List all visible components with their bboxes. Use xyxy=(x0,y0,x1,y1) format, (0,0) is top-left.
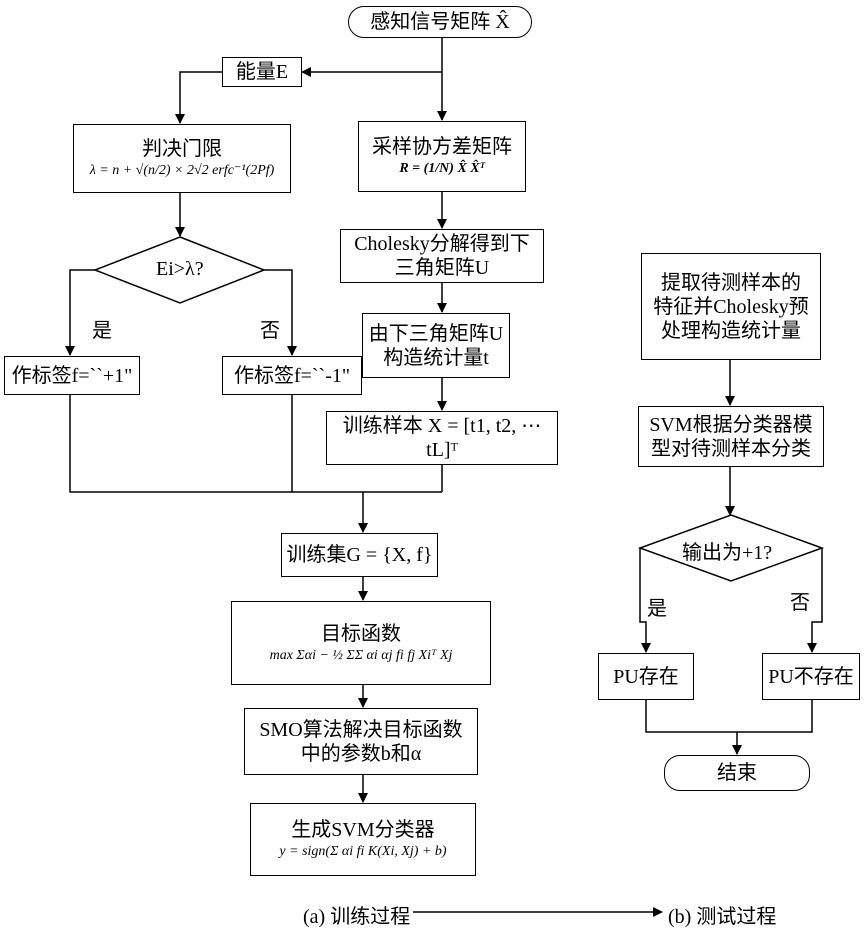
covariance-title: 采样协方差矩阵 xyxy=(372,135,512,159)
pu-exist-text: PU存在 xyxy=(613,665,679,689)
classify-line-2: 型对待测样本分类 xyxy=(651,437,811,461)
energy-label: 能量E xyxy=(236,60,288,84)
pu-absent-text: PU不存在 xyxy=(768,665,854,689)
objective-title: 目标函数 xyxy=(321,622,401,646)
svm-classifier-box: 生成SVM分类器 y = sign(Σ αi fi K(Xi, Xj) + b) xyxy=(250,803,476,876)
start-terminal: 感知信号矩阵 X̂ xyxy=(348,6,532,38)
end-terminal: 结束 xyxy=(664,755,810,791)
no-label-left: 否 xyxy=(260,314,280,343)
covariance-box: 采样协方差矩阵 R = (1/N) X̂ X̂ᵀ xyxy=(358,121,526,192)
smo-box: SMO算法解决目标函数 中的参数b和α xyxy=(244,708,478,775)
statistic-line-2: 构造统计量t xyxy=(383,346,489,370)
cholesky-box: Cholesky分解得到下 三角矩阵U xyxy=(340,229,544,283)
extract-line-2: 特征并Cholesky预 xyxy=(653,295,809,319)
covariance-formula: R = (1/N) X̂ X̂ᵀ xyxy=(399,161,484,178)
svm-classifier-title: 生成SVM分类器 xyxy=(291,818,434,842)
training-set-box: 训练集G = {X, f} xyxy=(281,533,438,577)
training-sample-text: 训练样本 X = [t1, t2, ⋯tL]ᵀ xyxy=(327,414,557,462)
threshold-title: 判决门限 xyxy=(142,137,222,161)
yes-label-right: 是 xyxy=(647,592,667,621)
cholesky-line-1: Cholesky分解得到下 xyxy=(354,232,530,256)
training-sample-box: 训练样本 X = [t1, t2, ⋯tL]ᵀ xyxy=(326,411,558,465)
objective-formula: max Σαi − ½ ΣΣ αi αj fi fj Xiᵀ Xj xyxy=(270,648,453,665)
energy-box: 能量E xyxy=(222,57,302,87)
caption-testing: (b) 测试过程 xyxy=(668,900,776,929)
extract-line-3: 处理构造统计量 xyxy=(661,319,801,343)
svm-classify-box: SVM根据分类器模 型对待测样本分类 xyxy=(638,406,824,467)
label-negative-box: 作标签f=``-1" xyxy=(222,356,362,395)
classify-line-1: SVM根据分类器模 xyxy=(649,413,812,437)
extract-features-box: 提取待测样本的 特征并Cholesky预 处理构造统计量 xyxy=(641,253,821,360)
yes-label-left: 是 xyxy=(92,314,112,343)
label-positive-box: 作标签f=``+1" xyxy=(4,356,140,395)
smo-line-1: SMO算法解决目标函数 xyxy=(259,718,462,742)
decision-energy-text: Ei>λ? xyxy=(156,258,204,281)
pu-absent-box: PU不存在 xyxy=(762,653,860,700)
pu-exist-box: PU存在 xyxy=(598,653,694,700)
no-label-right: 否 xyxy=(790,586,810,615)
decision-output-text: 输出为+1? xyxy=(682,536,772,565)
label-positive-text: 作标签f=``+1" xyxy=(12,364,133,388)
training-set-text: 训练集G = {X, f} xyxy=(286,543,432,567)
extract-line-1: 提取待测样本的 xyxy=(661,271,801,295)
label-negative-text: 作标签f=``-1" xyxy=(234,364,350,388)
caption-training: (a) 训练过程 xyxy=(303,900,410,929)
statistic-box: 由下三角矩阵U 构造统计量t xyxy=(362,313,510,378)
svm-classifier-formula: y = sign(Σ αi fi K(Xi, Xj) + b) xyxy=(279,844,446,861)
statistic-line-1: 由下三角矩阵U xyxy=(369,322,503,346)
threshold-box: 判决门限 λ = n + √(n/2) × 2√2 erfc⁻¹(2Pf) xyxy=(73,124,291,193)
end-label: 结束 xyxy=(717,761,757,785)
start-label: 感知信号矩阵 X̂ xyxy=(370,10,509,34)
threshold-formula: λ = n + √(n/2) × 2√2 erfc⁻¹(2Pf) xyxy=(90,163,275,180)
cholesky-line-2: 三角矩阵U xyxy=(395,256,489,280)
objective-box: 目标函数 max Σαi − ½ ΣΣ αi αj fi fj Xiᵀ Xj xyxy=(231,601,491,685)
smo-line-2: 中的参数b和α xyxy=(301,742,421,766)
